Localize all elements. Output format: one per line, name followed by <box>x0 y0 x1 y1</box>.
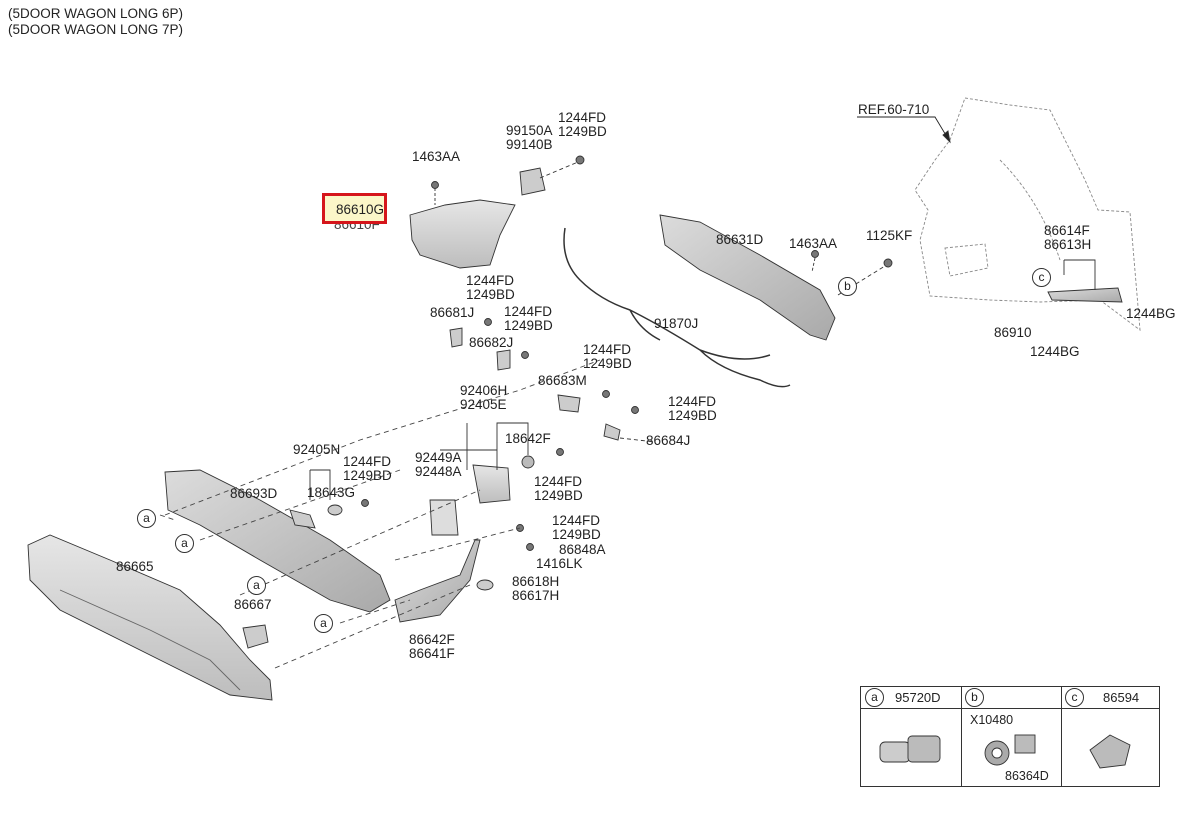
part-number: 1249BD <box>466 287 515 302</box>
part-label[interactable]: 86667 <box>234 597 272 612</box>
part-number: 86642F <box>409 632 455 647</box>
callout-a[interactable]: a <box>247 576 266 595</box>
legend-callout-c: c <box>1065 688 1084 707</box>
rear-bumper-cover <box>27 534 273 701</box>
part-label[interactable]: 92406H 92405E <box>460 384 507 412</box>
legend-head-b: b <box>961 687 1061 709</box>
part-number: 86617H <box>512 588 560 603</box>
part-number: 1244FD <box>668 394 717 409</box>
legend-sub-b1[interactable]: X10480 <box>970 713 1014 727</box>
part-label[interactable]: 86848A <box>559 542 606 557</box>
part-label[interactable]: 1463AA <box>789 236 838 251</box>
part-label[interactable]: 92405N <box>293 442 341 457</box>
part-label[interactable]: 86631D <box>716 232 764 247</box>
highlighted-part-86610G[interactable]: 86610G <box>322 193 387 224</box>
legend-callout-b: b <box>965 688 984 707</box>
side-bracket <box>1047 287 1123 303</box>
part-label[interactable]: 1244FD 1249BD <box>668 395 717 423</box>
part-number: 1244FD <box>583 342 632 357</box>
legend-table: a 95720D b X10480 86364D c 86594 <box>860 686 1160 787</box>
upper-beam <box>659 214 836 341</box>
part-label[interactable]: 86693D <box>230 486 278 501</box>
part-number: 1249BD <box>583 356 632 371</box>
callout-c[interactable]: c <box>1032 268 1051 287</box>
part-number: 1244FD <box>466 273 515 288</box>
part-number: 92406H <box>460 383 508 398</box>
callout-a[interactable]: a <box>314 614 333 633</box>
part-label[interactable]: 86684J <box>646 433 691 448</box>
part-label[interactable]: 1244FD 1249BD <box>583 343 632 371</box>
part-number: 92449A <box>415 450 462 465</box>
wiring-harness <box>563 227 791 388</box>
part-label[interactable]: 86682J <box>469 335 514 350</box>
part-number: 99140B <box>506 137 553 152</box>
part-number: 1249BD <box>558 124 607 139</box>
part-label[interactable]: 86683M <box>538 373 587 388</box>
lower-beam <box>164 469 391 613</box>
ref-label[interactable]: REF.60-710 <box>858 102 930 117</box>
callout-a[interactable]: a <box>175 534 194 553</box>
part-number: 86641F <box>409 646 455 661</box>
legend-col-a: a 95720D <box>861 687 962 786</box>
part-label[interactable]: 91870J <box>654 316 699 331</box>
legend-col-b: b X10480 86364D <box>961 687 1062 786</box>
part-label[interactable]: 86614F 86613H <box>1044 224 1091 252</box>
part-number: 1244FD <box>504 304 553 319</box>
part-number: 1249BD <box>504 318 553 333</box>
part-number: 1244FD <box>558 110 607 125</box>
part-label[interactable]: 99150A 99140B <box>506 124 553 152</box>
part-number: 1249BD <box>343 468 392 483</box>
part-number: 1249BD <box>534 488 583 503</box>
part-label[interactable]: 86910 <box>994 325 1032 340</box>
legend-head-c: c 86594 <box>1061 687 1159 709</box>
part-label[interactable]: 1244FD 1249BD <box>343 455 392 483</box>
highlighted-part-label: 86610G <box>336 202 385 217</box>
part-number: 86618H <box>512 574 560 589</box>
part-number: 92448A <box>415 464 462 479</box>
part-label[interactable]: 18643G <box>307 485 356 500</box>
part-label[interactable]: 92449A 92448A <box>415 451 462 479</box>
part-number: 1244FD <box>534 474 583 489</box>
part-label[interactable]: 1244BG <box>1030 344 1080 359</box>
part-label[interactable]: 1244BG <box>1126 306 1176 321</box>
part-number: 92405E <box>460 397 507 412</box>
part-number: 1249BD <box>552 527 601 542</box>
model-variant-7p: (5DOOR WAGON LONG 7P) <box>8 22 184 37</box>
legend-sub-b2[interactable]: 86364D <box>1005 769 1049 783</box>
part-label[interactable]: 1244FD 1249BD <box>558 111 607 139</box>
side-trim <box>394 539 481 623</box>
part-number: 86613H <box>1044 237 1092 252</box>
callout-b[interactable]: b <box>838 277 857 296</box>
part-label[interactable]: 1244FD 1249BD <box>534 475 583 503</box>
part-label[interactable]: 18642F <box>505 431 551 446</box>
legend-code-c[interactable]: 86594 <box>1103 690 1140 705</box>
part-number: 86614F <box>1044 223 1090 238</box>
part-label[interactable]: 1125KF <box>866 228 913 243</box>
part-number: 1249BD <box>668 408 717 423</box>
part-label[interactable]: 86642F 86641F <box>409 633 455 661</box>
part-label[interactable]: 86681J <box>430 305 475 320</box>
legend-col-c: c 86594 <box>1061 687 1159 786</box>
model-variant-6p: (5DOOR WAGON LONG 6P) <box>8 6 184 21</box>
callout-a[interactable]: a <box>137 509 156 528</box>
legend-callout-a: a <box>865 688 884 707</box>
part-label[interactable]: 86618H 86617H <box>512 575 559 603</box>
legend-head-a: a 95720D <box>861 687 961 709</box>
part-label[interactable]: 1244FD 1249BD <box>466 274 515 302</box>
quarter-panel-ref <box>914 97 1141 331</box>
part-number: 99150A <box>506 123 553 138</box>
part-label[interactable]: 1463AA <box>412 149 461 164</box>
part-number: 1244FD <box>343 454 392 469</box>
part-label[interactable]: 1244FD 1249BD <box>552 514 601 542</box>
part-label[interactable]: 1244FD 1249BD <box>504 305 553 333</box>
corner-garnish <box>409 199 516 269</box>
part-number: 1244FD <box>552 513 601 528</box>
part-label[interactable]: 86665 <box>116 559 154 574</box>
part-label[interactable]: 1416LK <box>536 556 583 571</box>
legend-code-a[interactable]: 95720D <box>895 690 941 705</box>
